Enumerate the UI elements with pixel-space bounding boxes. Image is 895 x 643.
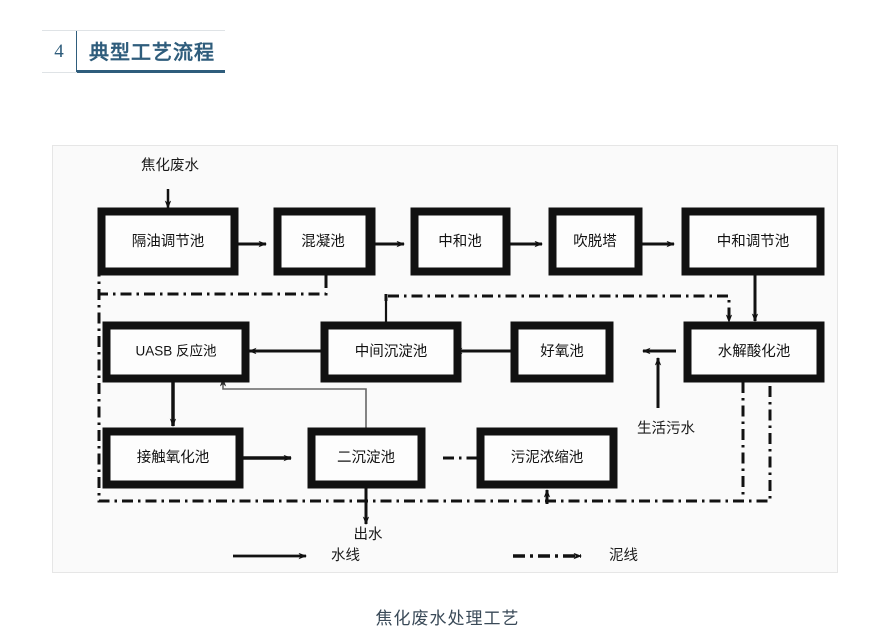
node-label-n2: 混凝池 [301, 233, 345, 250]
node-label-n5: 中和调节池 [717, 233, 790, 250]
legend-item-sludge-line: 泥线 [513, 547, 638, 564]
water-line-group [164, 189, 759, 525]
node-box-n1[interactable]: 隔油调节池 [97, 207, 239, 276]
node-label-n7: 好氧池 [540, 343, 584, 360]
section-header: 4 典型工艺流程 [42, 30, 225, 73]
process-flow-diagram: 隔油调节池 混凝池 中和池 吹脱塔 中和调节池 水解酸化池 [52, 145, 838, 573]
edge-n2-sludge-return [99, 277, 328, 296]
legend-sludge-line-label: 泥线 [609, 547, 638, 564]
node-box-n10[interactable]: 接触氧化池 [102, 427, 244, 489]
node-box-n3[interactable]: 中和池 [410, 207, 511, 276]
node-box-n4[interactable]: 吹脱塔 [548, 207, 643, 276]
section-number: 4 [54, 40, 64, 62]
node-box-n5[interactable]: 中和调节池 [681, 207, 825, 276]
legend-item-water-line: 水线 [233, 547, 360, 564]
node-box-n2[interactable]: 混凝池 [273, 207, 376, 276]
node-label-n6: 水解酸化池 [718, 343, 791, 360]
node-label-n12: 污泥浓缩池 [511, 449, 584, 466]
label-sewage: 生活污水 [637, 420, 695, 437]
label-inlet: 焦化废水 [141, 157, 199, 174]
figure-caption: 焦化废水处理工艺 [375, 609, 520, 628]
node-box-n9[interactable]: UASB 反应池 [102, 321, 250, 383]
node-label-n9: UASB 反应池 [135, 343, 216, 359]
node-box-n12[interactable]: 污泥浓缩池 [476, 427, 618, 489]
node-label-n8: 中间沉淀池 [355, 343, 428, 360]
label-outlet: 出水 [354, 526, 383, 543]
node-label-n4: 吹脱塔 [573, 233, 617, 250]
node-box-n7[interactable]: 好氧池 [510, 321, 614, 383]
node-box-n8[interactable]: 中间沉淀池 [320, 321, 462, 383]
node-label-n1: 隔油调节池 [132, 233, 205, 250]
node-label-n10: 接触氧化池 [137, 449, 210, 466]
flowchart-svg: 隔油调节池 混凝池 中和池 吹脱塔 中和调节池 水解酸化池 [97, 157, 825, 564]
legend: 水线 泥线 [233, 547, 638, 564]
header-divider [76, 31, 77, 72]
edge-sludge-to-n6 [388, 294, 733, 323]
node-label-n3: 中和池 [438, 233, 482, 250]
page-title: 典型工艺流程 [89, 42, 215, 64]
node-label-n11: 二沉淀池 [337, 449, 395, 466]
edge-n11-recycle-n9 [219, 378, 367, 428]
section-title-underline: 典型工艺流程 [77, 31, 225, 73]
node-box-n6[interactable]: 水解酸化池 [683, 321, 825, 383]
legend-water-line-label: 水线 [331, 547, 360, 564]
node-box-n11[interactable]: 二沉淀池 [307, 427, 426, 489]
